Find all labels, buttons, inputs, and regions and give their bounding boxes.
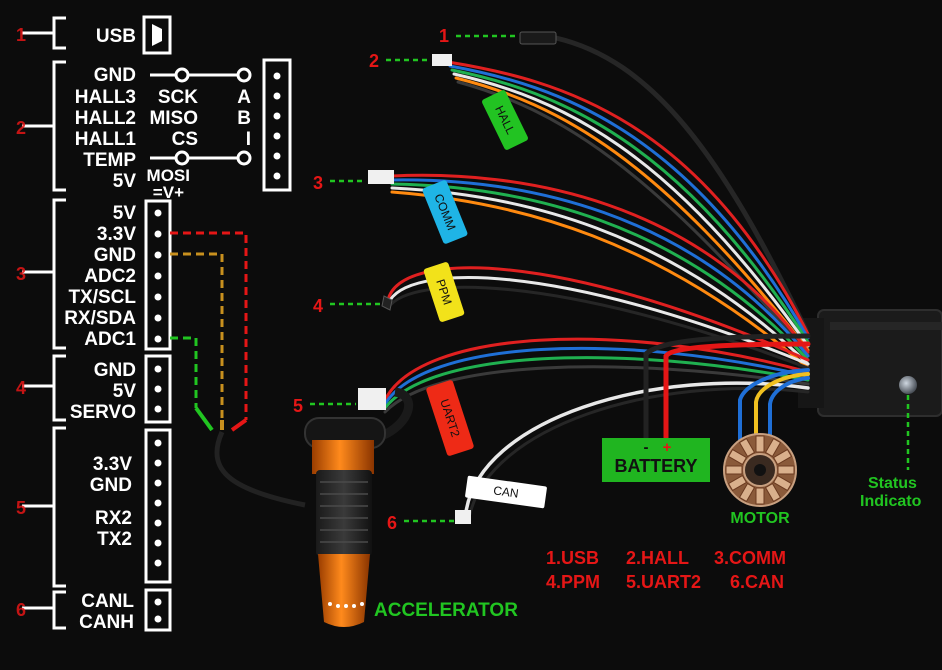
- pin-label: TEMP: [83, 150, 136, 171]
- side-letter: I: [246, 129, 251, 150]
- battery-label: BATTERY: [615, 456, 698, 476]
- battery-minus-sign: -: [644, 439, 649, 456]
- uart-pin-labels: 3.3V GND RX2 TX2: [90, 454, 133, 550]
- pin-label: TX2: [97, 529, 132, 550]
- pin-label: 5V: [113, 171, 137, 192]
- legend-item: 6.CAN: [730, 572, 784, 592]
- comm-header-connector: [144, 199, 172, 351]
- pin-label: HALL2: [75, 108, 136, 129]
- cable-tag-can: CAN: [465, 475, 547, 509]
- pin-label: GND: [90, 475, 132, 496]
- pin-label: 3.3V: [93, 454, 132, 475]
- uart-header-connector: [144, 428, 172, 584]
- cable-tag-uart2: UART2: [426, 380, 474, 456]
- pin-label: 3.3V: [97, 224, 136, 245]
- servo-pin-labels: GND 5V SERVO: [70, 360, 137, 423]
- motor-stator-icon: [723, 433, 797, 507]
- status-label-line1: Status: [868, 475, 917, 492]
- connector-number-3: 3: [313, 173, 323, 193]
- alt-label: SCK: [158, 87, 198, 108]
- pin-label: GND: [94, 245, 136, 266]
- side-letter: A: [237, 87, 251, 108]
- pin-label: 5V: [113, 381, 137, 402]
- connector-number-2: 2: [369, 51, 379, 71]
- pin-label: TX/SCL: [68, 287, 136, 308]
- side-letter: B: [237, 108, 251, 129]
- switch-symbols: [150, 67, 252, 166]
- group-index-3: 3: [16, 264, 26, 284]
- hall-pin-labels: GND HALL3 HALL2 HALL1 TEMP 5V: [75, 65, 137, 192]
- motor-label: MOTOR: [730, 510, 790, 527]
- legend-item: 4.PPM: [546, 572, 600, 592]
- status-led-icon: [899, 376, 917, 394]
- accelerator-dashed-wires: [170, 231, 248, 420]
- legend-item: 2.HALL: [626, 548, 689, 568]
- legend-item: 5.UART2: [626, 572, 701, 592]
- spi-alt-labels: SCK MISO CS MOSI =V+ A B I: [147, 87, 252, 202]
- throttle-grip-icon: [304, 387, 414, 627]
- pin-label: GND: [94, 360, 136, 381]
- pin-label: RX/SDA: [64, 308, 136, 329]
- connector-plugs: [358, 31, 557, 524]
- pin-label: CANH: [79, 612, 134, 633]
- group-index-2: 2: [16, 118, 26, 138]
- can-pin-labels: CANL CANH: [79, 591, 134, 633]
- alt-label: =V+: [153, 183, 184, 202]
- pin-label: GND: [94, 65, 136, 86]
- legend-item: 3.COMM: [714, 548, 786, 568]
- pin-label: HALL3: [75, 87, 136, 108]
- alt-label: MISO: [149, 108, 198, 129]
- can-header-connector: [144, 588, 172, 632]
- pin-label: 5V: [113, 203, 137, 224]
- left-bracket-indices: 1 2 3 4 5 6: [16, 25, 26, 620]
- pin-label: ADC2: [84, 266, 136, 287]
- status-label-line2: Indicato: [860, 493, 922, 510]
- accelerator-wire-junction: [194, 406, 306, 508]
- connector-number-4: 4: [313, 296, 323, 316]
- legend-item: 1.USB: [546, 548, 599, 568]
- connector-number-6: 6: [387, 513, 397, 533]
- cable-tag-hall: HALL: [482, 90, 528, 150]
- pin-label: CANL: [81, 591, 134, 612]
- pin-label-usb: USB: [96, 26, 136, 47]
- hall-header-connector: [262, 58, 292, 192]
- accelerator-label: ACCELERATOR: [374, 600, 518, 621]
- pin-label: SERVO: [70, 402, 136, 423]
- pin-label: ADC1: [84, 329, 136, 350]
- alt-label: CS: [172, 129, 198, 150]
- alt-label: MOSI: [147, 166, 190, 185]
- connector-legend: 1.USB 2.HALL 3.COMM 4.PPM 5.UART2 6.CAN: [546, 548, 786, 592]
- group-index-5: 5: [16, 498, 26, 518]
- tag-label: CAN: [492, 483, 519, 500]
- connector-number-1: 1: [439, 26, 449, 46]
- pin-label: RX2: [95, 508, 132, 529]
- connector-leaders: [310, 34, 518, 523]
- controller-unit: [798, 309, 942, 417]
- battery-plus-sign: +: [663, 439, 672, 456]
- connector-number-5: 5: [293, 396, 303, 416]
- battery-box: - + BATTERY: [602, 438, 710, 482]
- servo-header-connector: [144, 354, 172, 424]
- group-index-4: 4: [16, 378, 26, 398]
- comm-pin-labels: 5V 3.3V GND ADC2 TX/SCL RX/SDA ADC1: [64, 203, 136, 350]
- group-index-6: 6: [16, 600, 26, 620]
- usb-port-icon: [142, 15, 172, 55]
- pin-label: HALL1: [75, 129, 137, 150]
- group-index-1: 1: [16, 25, 26, 45]
- cable-tag-ppm: PPM: [423, 262, 465, 322]
- left-brackets: [22, 16, 66, 630]
